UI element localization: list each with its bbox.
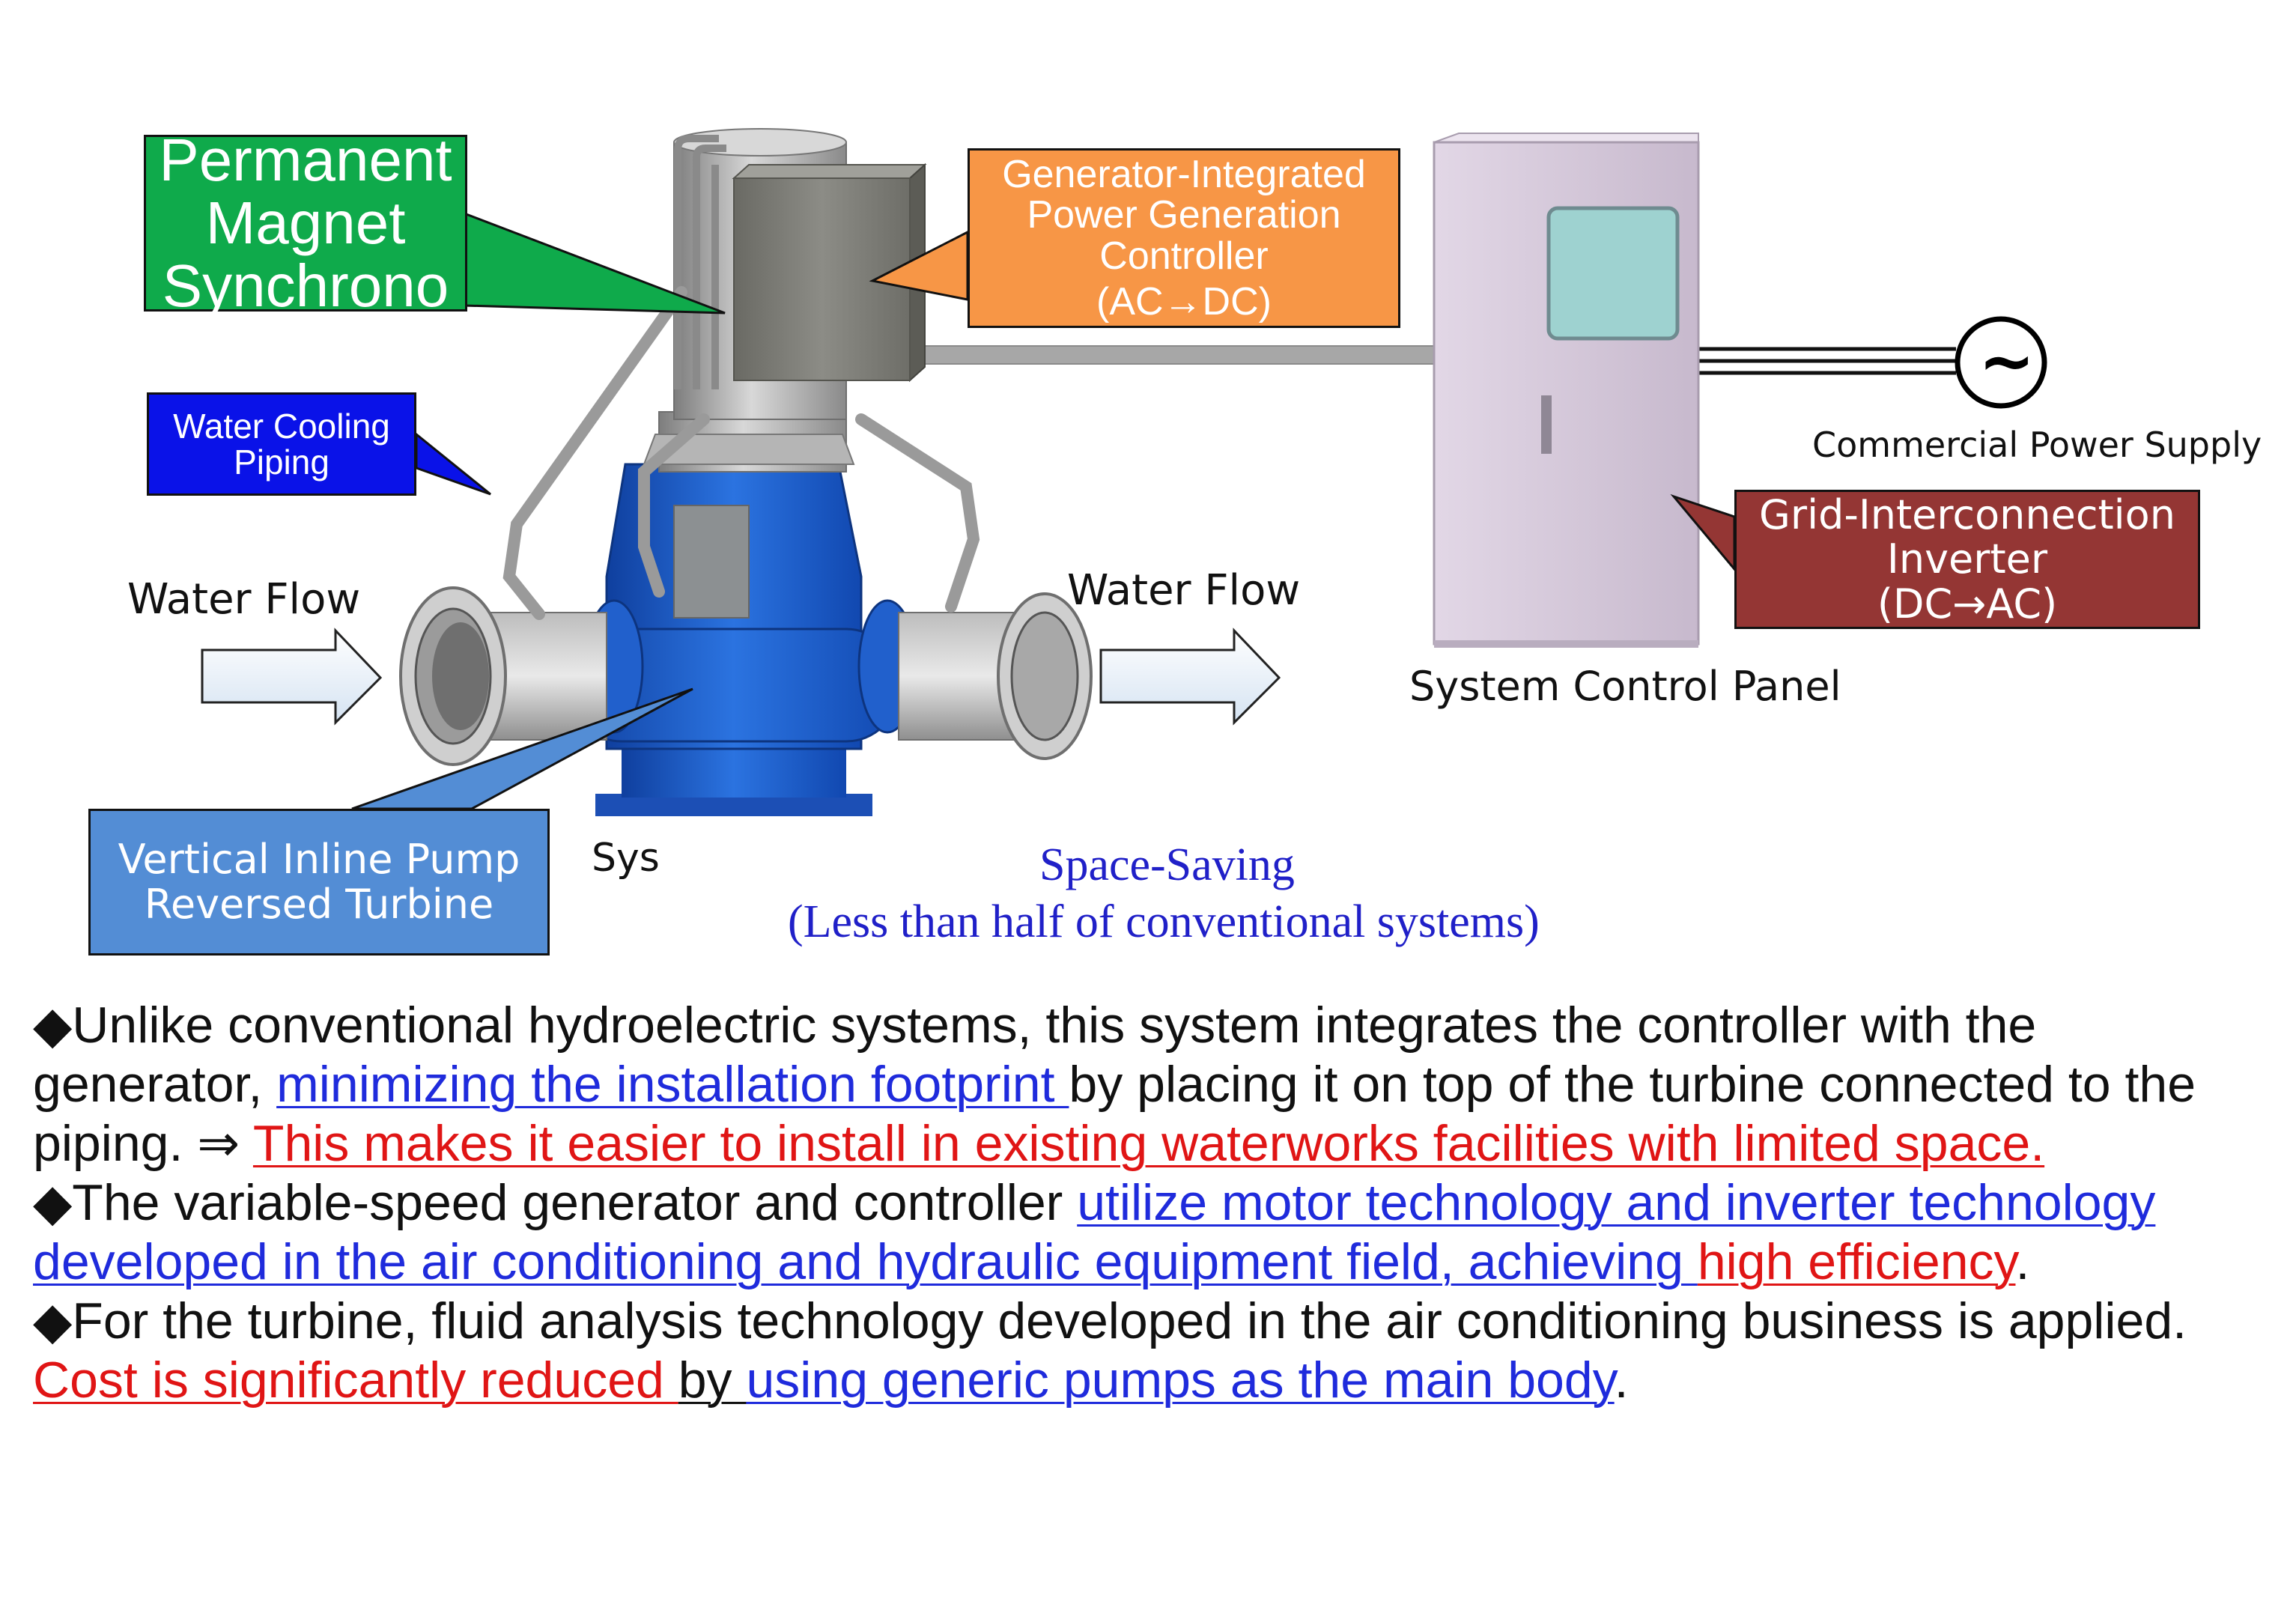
controller-callout-line-1: Generator-Integrated <box>1002 152 1366 196</box>
p3-segment-4: using generic pumps as the main body <box>746 1352 1615 1409</box>
commercial-power-label: Commercial Power Supply <box>1812 425 2262 465</box>
pump-generator-assembly <box>399 128 1093 816</box>
space-saving-title: Space-Saving <box>1039 839 1295 890</box>
cooling-callout-line-1: Water Cooling <box>173 406 390 446</box>
generator-callout-line-2: Magnet <box>205 189 406 256</box>
pump-callout: Vertical Inline Pump Reversed Turbine <box>88 809 550 956</box>
controller-callout-line-2: Power Generation <box>1027 193 1341 237</box>
p1-segment-4: This makes it easier to install in exist… <box>252 1115 2045 1172</box>
pump-callout-line-2: Reversed Turbine <box>144 881 494 928</box>
cooling-callout-line-2: Piping <box>234 443 329 481</box>
p1-segment-2: minimizing the installation footprint <box>276 1056 1069 1113</box>
inverter-callout: Grid-Interconnection Inverter (DC→AC) <box>1734 490 2200 629</box>
description-paragraph-3: ◆For the turbine, fluid analysis technol… <box>33 1292 2272 1410</box>
system-diagram <box>201 128 2047 816</box>
cooling-callout: Water Cooling Piping <box>147 392 416 496</box>
ac-symbol-glyph: ~ <box>1978 322 2035 401</box>
control-panel-cabinet <box>1433 133 1700 648</box>
sys-label: Sys <box>592 836 660 881</box>
inverter-callout-line-2: Inverter <box>1886 535 2048 583</box>
p3-segment-3: by <box>678 1352 747 1409</box>
water-flow-in-label: Water Flow <box>127 575 361 624</box>
controller-callout-line-3: Controller <box>1099 234 1269 278</box>
controller-callout: Generator-Integrated Power Generation Co… <box>968 148 1400 328</box>
cooling-pointer <box>415 431 491 496</box>
generator-callout-line-1: Permanent <box>159 127 452 193</box>
generator-callout-line-3: Synchrono <box>162 252 449 319</box>
p3-segment-2: Cost is significantly reduced <box>33 1352 678 1409</box>
p1-segment-3: by placing it on top of the turbine conn… <box>33 1056 2196 1172</box>
flow-arrow-in <box>201 628 383 726</box>
system-panel-label: System Control Panel <box>1409 663 1841 710</box>
p2-segment-4: . <box>2015 1233 2030 1290</box>
ac-source-symbol <box>1955 316 2047 409</box>
space-saving-subtitle: (Less than half of conventional systems) <box>788 896 1540 947</box>
flow-arrow-out <box>1099 628 1281 726</box>
water-flow-out-label: Water Flow <box>1067 566 1301 615</box>
p3-segment-1: ◆For the turbine, fluid analysis technol… <box>33 1292 2187 1349</box>
pump-callout-line-1: Vertical Inline Pump <box>118 835 520 883</box>
p2-segment-2: utilize motor technology and inverter te… <box>33 1174 2156 1290</box>
inverter-callout-line-3: (DC→AC) <box>1877 580 2058 628</box>
p3-segment-5: . <box>1614 1352 1629 1409</box>
inverter-callout-line-1: Grid-Interconnection <box>1759 490 2175 538</box>
description-paragraph-2: ◆The variable-speed generator and contro… <box>33 1173 2272 1292</box>
supply-lines <box>1698 347 1956 375</box>
generator-callout: Permanent Magnet Synchrono <box>144 129 467 318</box>
description-text: ◆Unlike conventional hydroelectric syste… <box>33 996 2272 1410</box>
p2-segment-3: high efficiency <box>1697 1233 2016 1290</box>
description-paragraph-1: ◆Unlike conventional hydroelectric syste… <box>33 996 2272 1173</box>
power-cable <box>875 345 1435 365</box>
p1-segment-1: ◆Unlike conventional hydroelectric syste… <box>33 997 2037 1113</box>
controller-callout-line-4: (AC→DC) <box>1096 279 1272 323</box>
p2-segment-1: ◆The variable-speed generator and contro… <box>33 1174 1078 1231</box>
